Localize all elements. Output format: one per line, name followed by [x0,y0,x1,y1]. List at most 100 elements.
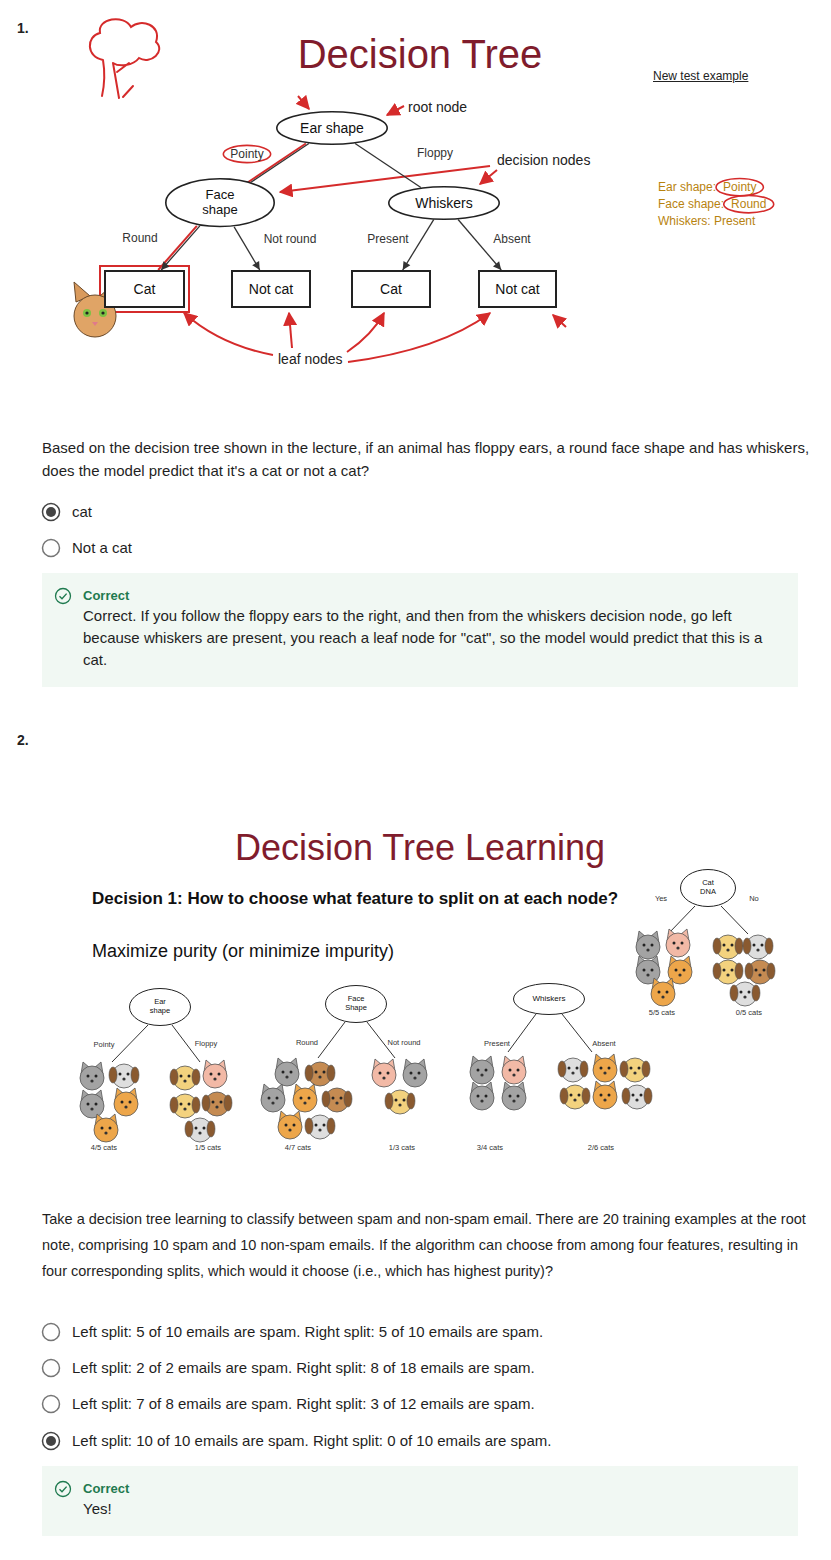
dog-icon [170,1094,200,1118]
animal-nose [90,1079,93,1082]
slide-title: Decision Tree [298,30,543,78]
ellipse-shape [130,989,191,1026]
question-number: 2. [17,732,29,749]
ellipse-shape [514,984,585,1015]
animal-nose [285,1075,288,1078]
annotation-arrow [289,313,292,348]
animal-eye [517,1095,520,1098]
animal-eye [293,1124,296,1127]
arrowhead [403,261,411,270]
animal-eye [731,969,734,972]
branch-label: Not round [264,232,317,246]
dog-ear [620,1061,628,1077]
radio-button [43,1396,60,1413]
test-heading: New test example [653,69,748,83]
split-node-ellipse: Ear shape [129,988,191,1026]
branch-line [668,906,695,934]
cat-icon [80,1090,104,1118]
dog-icon [745,960,775,984]
annotation-arrow [553,315,566,327]
node-text: Face shape [196,188,244,218]
branch-label: Absent [592,1039,615,1048]
cat-icon [636,931,660,959]
branch-line [562,1014,592,1052]
annotation-arrow [184,313,273,355]
annotation-arrow [348,313,490,362]
animal-eye [95,1075,98,1078]
dog-icon [730,982,760,1006]
node-text: Cat [134,281,156,297]
animal-nose [183,1079,186,1082]
animal-nose [183,1107,186,1110]
cat-icon [114,1088,138,1116]
ellipse-shape [326,986,387,1023]
dog-ear [170,1069,178,1085]
radio-dot [46,507,56,517]
check-icon [54,587,72,605]
annotation-arrow [480,170,497,184]
dog-ear [743,938,751,954]
annotation-text: root node [408,99,467,116]
feedback-box: CorrectCorrect. If you follow the floppy… [42,573,798,687]
animal-nose [512,1073,515,1076]
dog-ear [752,985,760,1001]
red-circle [724,196,774,213]
cat-head [593,1058,617,1082]
cat-head [502,1086,526,1110]
branch-line [112,1025,148,1062]
animal-eye [517,1069,520,1072]
animal-eye [600,1094,603,1097]
dog-icon [305,1062,335,1086]
animal-eye [477,1095,480,1098]
animal-eye [210,1073,213,1076]
cat-head [203,1064,227,1088]
animal-nose [726,948,729,951]
dog-ear [622,1088,630,1104]
dog-icon [170,1066,200,1090]
animal-eye [666,991,669,994]
option-text: Not a cat [72,539,132,557]
branch-line [508,1014,536,1052]
animal-eye [379,1072,382,1075]
branch-label: No [749,894,759,903]
tree-connector [161,226,200,270]
animal-eye [576,1067,579,1070]
dog-icon [202,1092,232,1116]
animal-nose [90,1107,93,1110]
count-label: 1/5 cats [195,1143,221,1152]
node-text: Whiskers [533,994,566,1003]
node-text: Not cat [495,281,539,297]
animal-nose [413,1076,416,1079]
test-value: Round [731,197,766,211]
option-text: Left split: 2 of 2 emails are spam. Righ… [72,1359,535,1377]
cat-head [372,1063,396,1087]
animal-eye [509,1069,512,1072]
arrowhead [493,261,501,270]
split-node-ellipse: Cat DNA [680,869,736,907]
red-highlight-box [100,266,189,312]
dog-icon [385,1090,415,1114]
count-label: 3/4 cats [477,1143,503,1152]
cat-eye [99,309,107,317]
root-node-ellipse: Ear shape [276,111,388,145]
animal-eye [723,944,726,947]
animal-eye [119,1073,122,1076]
animal-nose [512,1099,515,1102]
dog-icon [620,1058,650,1082]
animal-nose [661,995,664,998]
cat-head [278,1115,302,1139]
node-text: Cat DNA [698,879,718,896]
cat-icon [372,1059,396,1087]
dog-ear [344,1091,352,1107]
connector-line [161,226,200,270]
branch-label: Present [367,232,408,246]
animal-nose [635,1098,638,1101]
dog-ear [192,1097,200,1113]
node-text: Face Shape [343,995,369,1012]
cat-icon [261,1084,285,1112]
animal-eye [129,1101,132,1104]
feedback-heading: Correct [83,1480,782,1498]
check-icon [54,1480,72,1498]
branch-line [318,1022,345,1058]
